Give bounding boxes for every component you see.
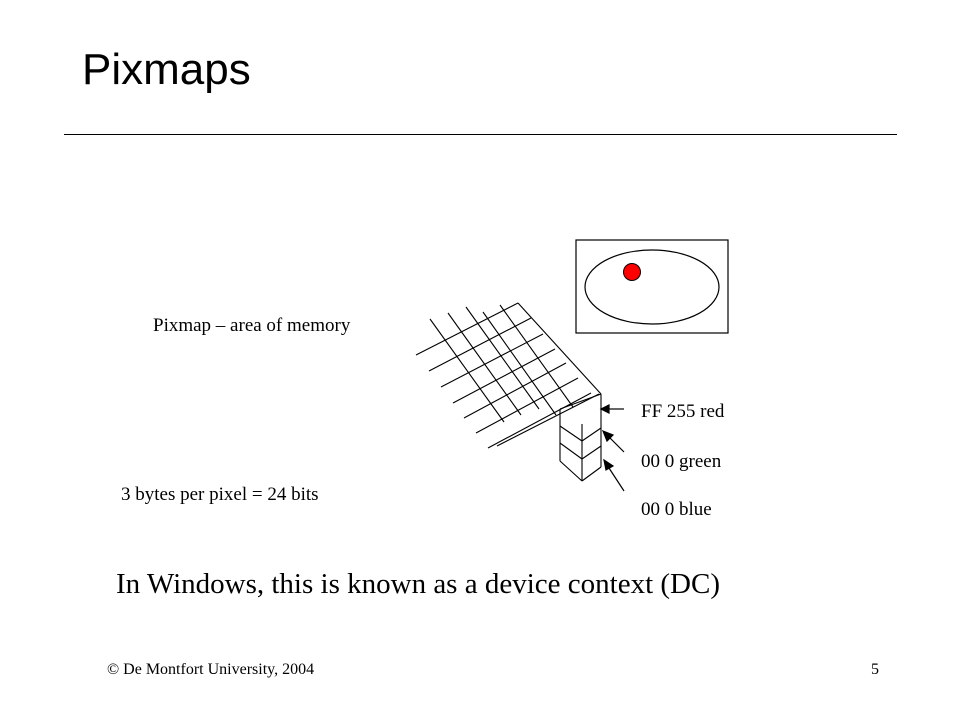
byte-divider <box>559 442 583 460</box>
green-byte-arrowhead <box>601 429 615 443</box>
red-byte-label: FF 255 red <box>641 401 725 422</box>
grid-line <box>428 317 532 372</box>
blue-byte-arrowhead <box>603 458 615 471</box>
blue-byte-arrow-shaft <box>608 467 625 492</box>
byte-arrows <box>599 404 625 492</box>
title-divider <box>64 134 897 135</box>
slide-title: Pixmaps <box>82 45 251 94</box>
green-byte-arrow-shaft <box>608 436 625 453</box>
byte-edge <box>559 393 602 410</box>
grid-line <box>463 362 567 419</box>
grid-line <box>429 318 505 423</box>
grid-line <box>499 304 574 408</box>
byte-divider <box>581 445 602 460</box>
grid-line <box>465 306 540 410</box>
bytes-per-pixel-label: 3 bytes per pixel = 24 bits <box>121 484 319 505</box>
grid-line <box>440 333 544 388</box>
grid-line <box>452 348 556 404</box>
grid-line <box>517 302 602 395</box>
pixmap-label: Pixmap – area of memory <box>153 315 351 336</box>
grid-line <box>487 392 592 449</box>
grid-line <box>415 302 519 356</box>
byte-divider <box>581 427 602 442</box>
screen-illustration <box>575 239 729 334</box>
green-byte-label: 00 0 green <box>641 451 722 472</box>
grid-line <box>496 393 600 447</box>
page-number: 5 <box>871 661 879 678</box>
grid-line <box>475 377 579 434</box>
screen-ellipse <box>584 249 720 325</box>
blue-byte-label: 00 0 blue <box>641 499 712 520</box>
byte-divider <box>559 425 583 442</box>
byte-edge <box>581 466 602 482</box>
memory-grid <box>415 302 602 449</box>
red-byte-arrowhead <box>599 404 610 414</box>
device-context-text: In Windows, this is known as a device co… <box>116 568 720 600</box>
red-pixel-dot <box>623 263 641 281</box>
footer-copyright: © De Montfort University, 2004 <box>107 661 315 678</box>
byte-edge <box>559 460 583 482</box>
byte-column <box>559 393 602 482</box>
grid-line <box>447 312 522 416</box>
grid-line <box>482 311 557 416</box>
screen-frame <box>575 239 729 334</box>
